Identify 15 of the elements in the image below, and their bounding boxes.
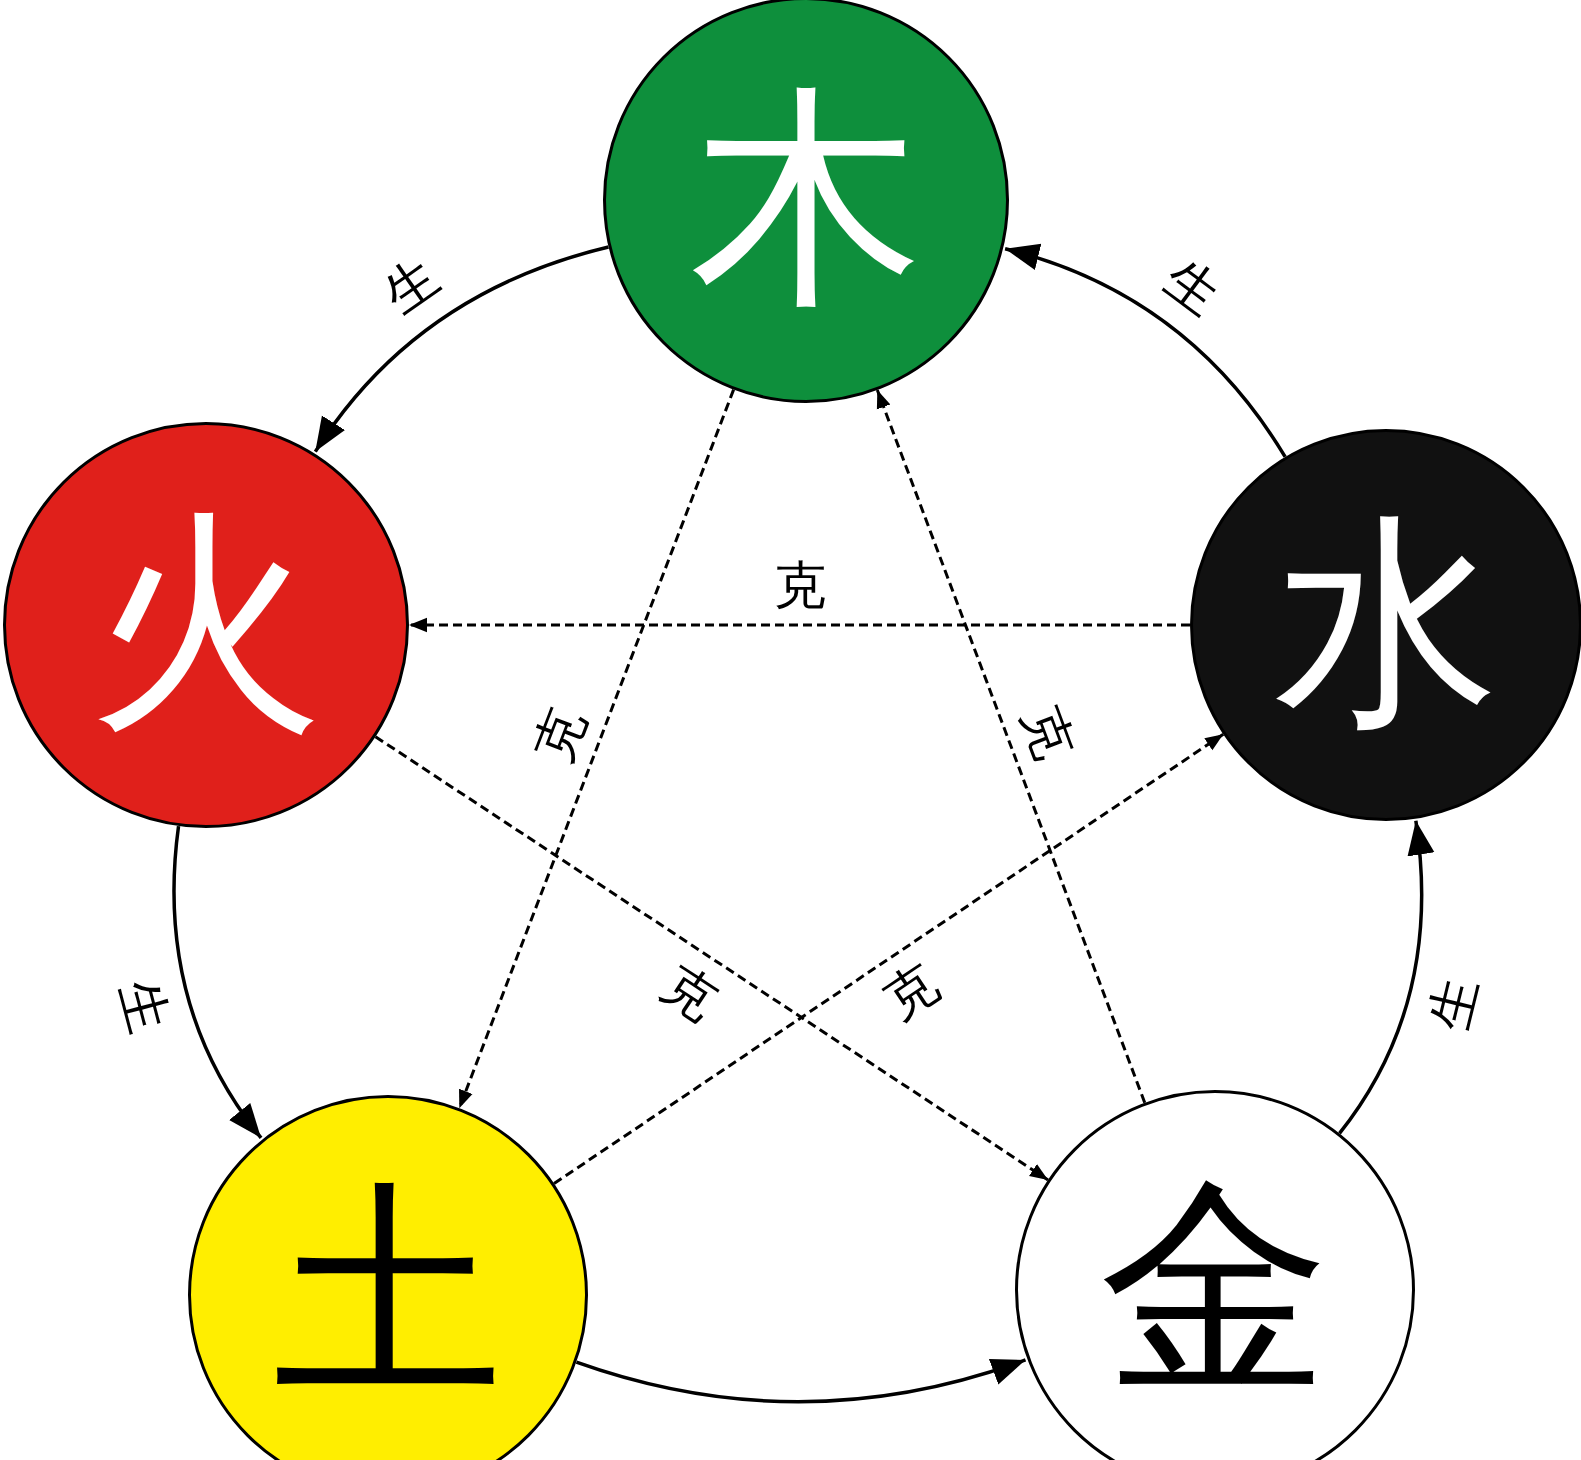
arrow bbox=[1004, 244, 1287, 458]
arrow bbox=[875, 389, 1147, 1104]
arrow bbox=[457, 389, 735, 1109]
arrow bbox=[313, 245, 609, 453]
element-character: 火 bbox=[89, 508, 323, 742]
arrow bbox=[553, 733, 1225, 1185]
arrow bbox=[1338, 820, 1434, 1135]
arrow bbox=[575, 1358, 1027, 1404]
element-character: 金 bbox=[1100, 1175, 1330, 1405]
element-character: 木 bbox=[689, 83, 923, 317]
element-character: 土 bbox=[273, 1180, 503, 1410]
arrow bbox=[409, 617, 1190, 633]
arrow bbox=[374, 735, 1049, 1182]
arrow bbox=[172, 825, 263, 1139]
element-character: 水 bbox=[1273, 512, 1499, 738]
